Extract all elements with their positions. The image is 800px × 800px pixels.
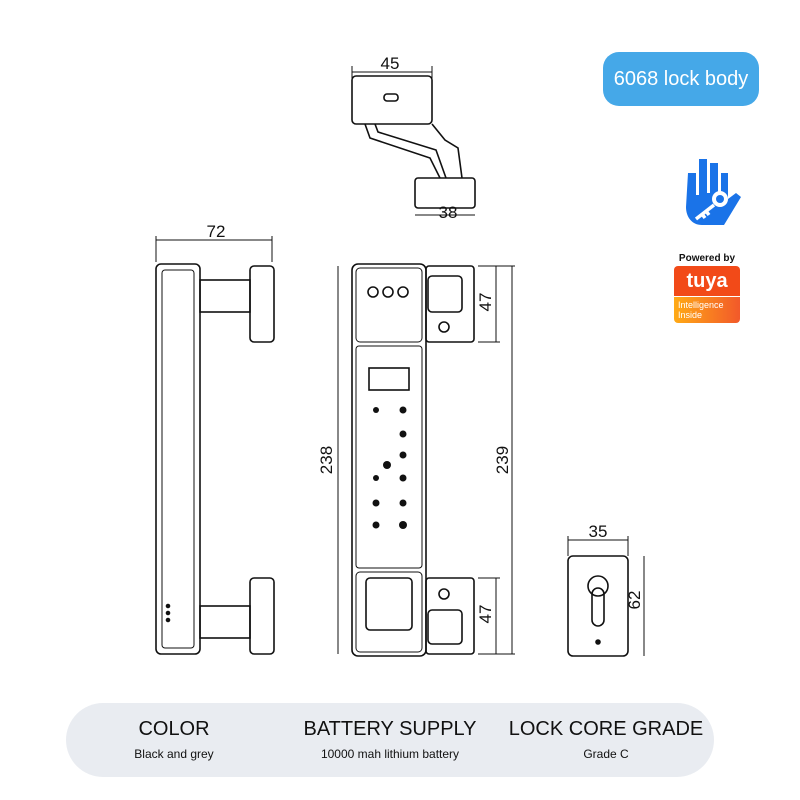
dim-handle-bottom: 47 xyxy=(476,605,495,624)
tuya-tagline-2: Inside xyxy=(678,310,703,320)
spec-color: COLOR Black and grey xyxy=(66,703,282,777)
dim-cylinder-width: 35 xyxy=(589,522,608,541)
tuya-powered-by: Powered by xyxy=(678,253,736,264)
dim-front-height-right: 239 xyxy=(493,446,512,474)
spec-value: Black and grey xyxy=(134,747,214,761)
dim-top-base: 38 xyxy=(439,203,458,222)
spec-bar: COLOR Black and grey BATTERY SUPPLY 1000… xyxy=(66,703,714,777)
spec-battery: BATTERY SUPPLY 10000 mah lithium battery xyxy=(282,703,498,777)
cylinder-view: 35 62 xyxy=(567,522,645,657)
dim-handle-top: 47 xyxy=(476,293,495,312)
dim-side-depth: 72 xyxy=(207,222,226,241)
side-view: 72 xyxy=(155,222,275,655)
lock-body-badge: 6068 lock body xyxy=(603,52,759,106)
dim-front-height-left: 238 xyxy=(317,446,336,474)
dim-cylinder-height: 62 xyxy=(625,591,644,610)
keypad xyxy=(372,406,407,529)
spec-title: LOCK CORE GRADE xyxy=(508,718,704,740)
tuya-tagline: Intelligence Inside xyxy=(674,297,740,323)
spec-value: 10000 mah lithium battery xyxy=(320,747,460,761)
spec-title: COLOR xyxy=(138,718,210,740)
spec-value: Grade C xyxy=(583,747,629,761)
spec-title: BATTERY SUPPLY xyxy=(303,718,477,740)
tuya-tagline-1: Intelligence xyxy=(678,300,724,310)
hand-key-icon xyxy=(686,159,741,225)
tuya-logo: Powered by tuya Intelligence Inside xyxy=(674,253,740,323)
top-view: 45 38 xyxy=(351,54,476,222)
spec-lock-core: LOCK CORE GRADE Grade C xyxy=(498,703,714,777)
tuya-brand: tuya xyxy=(674,266,740,296)
dim-top-width: 45 xyxy=(381,54,400,73)
front-view: 238 47 47 239 xyxy=(317,263,515,657)
